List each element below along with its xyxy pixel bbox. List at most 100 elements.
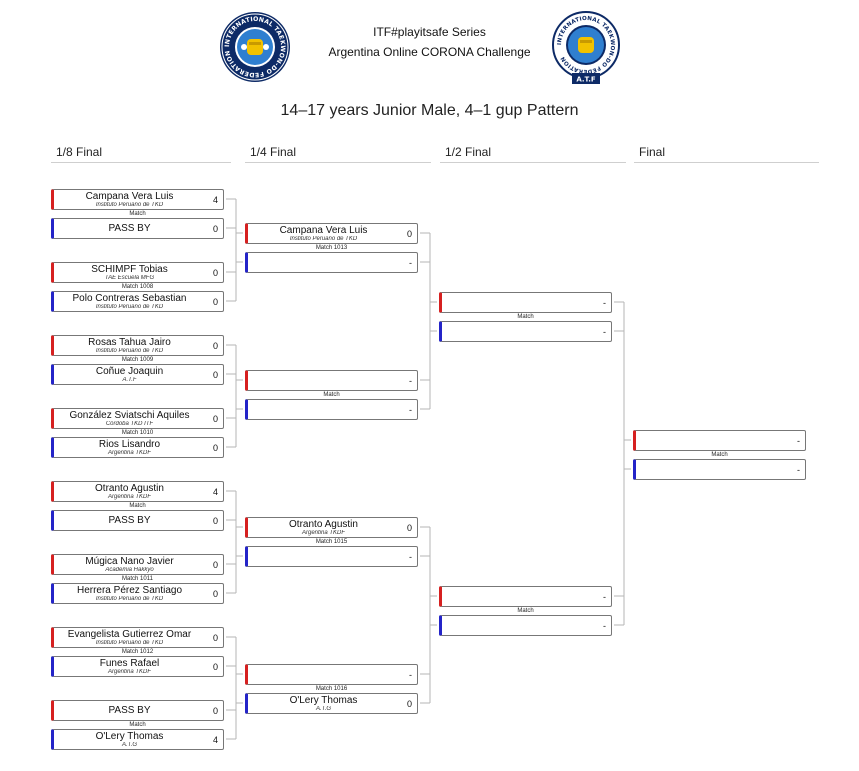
- competitor-score: 0: [212, 414, 218, 424]
- competitor-score: -: [409, 670, 412, 680]
- competitor-score: 0: [212, 662, 218, 672]
- competitor-score: -: [603, 298, 606, 308]
- r16-match-6-label: Match 1011: [122, 575, 153, 582]
- competitor-name: O'Lery Thomas: [289, 695, 358, 706]
- competitor-club: A.T.G: [315, 706, 332, 712]
- competitor-name: O'Lery Thomas: [95, 731, 164, 742]
- round-header-sf: 1/2 Final: [440, 145, 626, 163]
- competitor-score: 0: [212, 633, 218, 643]
- r16-match-2-label: Match 1008: [121, 283, 154, 290]
- r16-match-5-label: Match: [129, 502, 146, 509]
- category-title: 14–17 years Junior Male, 4–1 gup Pattern: [280, 102, 579, 119]
- competitor-club: TAE Escuela MFG: [104, 275, 155, 281]
- qf-match-2-blue[interactable]: -: [245, 399, 418, 420]
- final-match-1-red[interactable]: -: [633, 430, 806, 451]
- competitor-score: 0: [406, 523, 412, 533]
- competitor-name: Polo Contreras Sebastian: [72, 293, 187, 304]
- competitor-score: 0: [212, 268, 218, 278]
- itf-logo: INTERNATIONAL TAEKWON-DO FEDERATION: [219, 11, 291, 83]
- competitor-score: -: [603, 327, 606, 337]
- r16-match-5-blue[interactable]: PASS BY 0: [51, 510, 224, 531]
- qf-match-2-red[interactable]: -: [245, 370, 418, 391]
- qf-match-1-label: Match 1013: [315, 244, 348, 251]
- competitor-club: Academia Hakkyo: [105, 567, 154, 573]
- competitor-club: A.T.F: [122, 377, 137, 383]
- competitor-score: -: [603, 592, 606, 602]
- competitor-club: Córdoba TKD ITF: [105, 421, 154, 427]
- competitor-name: Herrera Pérez Santiago: [76, 585, 183, 596]
- sf-match-1-blue[interactable]: -: [439, 321, 612, 342]
- competitor-score: 0: [212, 370, 218, 380]
- competitor-name: Funes Rafael: [99, 658, 160, 669]
- competitor-name: PASS BY: [108, 705, 151, 716]
- competitor-club: Instituto Peruano de TKD: [95, 202, 164, 208]
- competitor-score: 0: [212, 516, 218, 526]
- sf-match-2-red[interactable]: -: [439, 586, 612, 607]
- sf-match-2-label: Match: [517, 607, 534, 614]
- competitor-name: SCHIMPF Tobias: [91, 264, 168, 275]
- competitor-score: -: [409, 376, 412, 386]
- competitor-club: Argentina TKDF: [107, 494, 152, 500]
- sf-match-2-blue[interactable]: -: [439, 615, 612, 636]
- qf-match-3-blue[interactable]: -: [245, 546, 418, 567]
- competitor-name: PASS BY: [108, 515, 151, 526]
- competitor-score: 0: [406, 229, 412, 239]
- competitor-name: Campana Vera Luis: [85, 191, 174, 202]
- competitor-name: González Sviatschi Aquiles: [69, 410, 190, 421]
- qf-match-4-red[interactable]: -: [245, 664, 418, 685]
- competitor-score: -: [603, 621, 606, 631]
- competitor-club: Argentina TKDF: [301, 530, 346, 536]
- atf-logo: INTERNATIONAL TAEKWON-DO FEDERATION A.T.…: [550, 11, 622, 87]
- qf-match-4-label: Match 1016: [315, 685, 348, 692]
- round-header-r16: 1/8 Final: [51, 145, 231, 163]
- competitor-score: -: [409, 405, 412, 415]
- sf-match-1-red[interactable]: -: [439, 292, 612, 313]
- competitor-club: Argentina TKDF: [107, 450, 152, 456]
- r16-match-3-label: Match 1009: [121, 356, 154, 363]
- itf-fist-emblem-icon: INTERNATIONAL TAEKWON-DO FEDERATION: [220, 12, 290, 82]
- competitor-club: A.T.G: [121, 742, 138, 748]
- final-match-1-blue[interactable]: -: [633, 459, 806, 480]
- competitor-score: -: [409, 552, 412, 562]
- round-header-qf: 1/4 Final: [245, 145, 431, 163]
- competitor-name: Otranto Agustin: [289, 519, 358, 530]
- series-title: ITF#playitsafe Series: [373, 25, 486, 39]
- competitor-score: 0: [212, 297, 218, 307]
- atf-fist-emblem-icon: INTERNATIONAL TAEKWON-DO FEDERATION A.T.…: [552, 11, 620, 84]
- competitor-name: Rios Lisandro: [98, 439, 161, 450]
- competitor-club: Argentina TKDF: [107, 669, 152, 675]
- competitor-score: 0: [212, 224, 218, 234]
- round-header-final: Final: [634, 145, 819, 163]
- competitor-score: 0: [212, 560, 218, 570]
- competitor-score: -: [797, 465, 800, 475]
- r16-match-1-label: Match: [129, 210, 146, 217]
- competitor-name: Coñue Joaquin: [95, 366, 164, 377]
- competitor-score: 0: [212, 341, 218, 351]
- competitor-score: 4: [212, 487, 218, 497]
- competitor-name: Campana Vera Luis: [279, 225, 368, 236]
- competitor-club: Instituto Peruano de TKD: [95, 304, 164, 310]
- r16-match-8-label: Match: [129, 721, 146, 728]
- competitor-score: 4: [212, 735, 218, 745]
- competitor-score: 0: [406, 699, 412, 709]
- qf-match-1-blue[interactable]: -: [245, 252, 418, 273]
- competitor-score: 4: [212, 195, 218, 205]
